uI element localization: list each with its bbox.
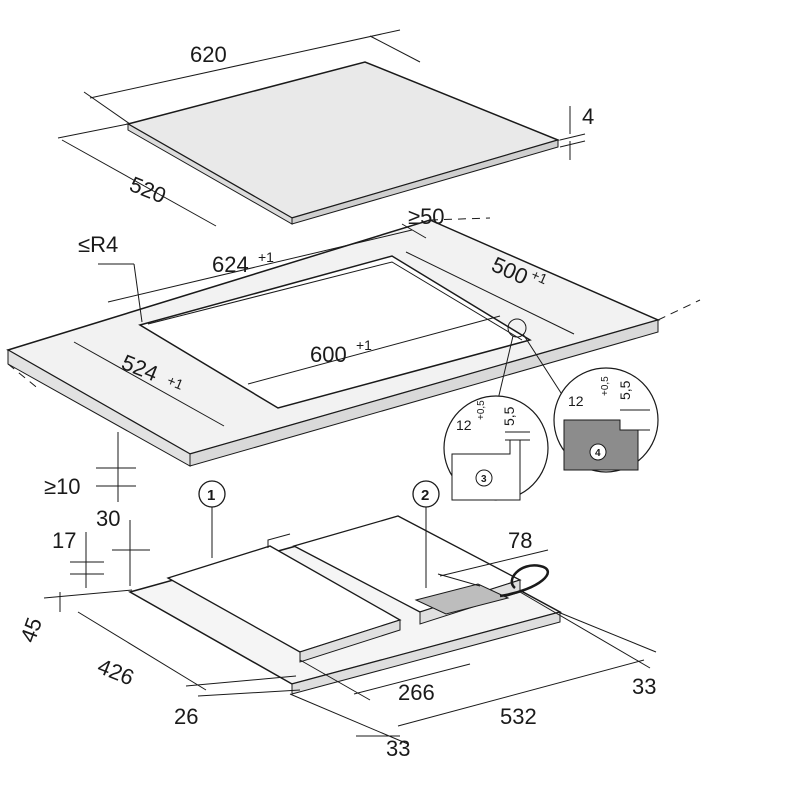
- dim-426-label: 426: [94, 653, 137, 690]
- hob-unit: [128, 515, 563, 695]
- dim-600-label: 600: [310, 342, 347, 367]
- callout-1-label: 1: [207, 487, 215, 504]
- dim-33-right: [519, 591, 657, 669]
- detail-3-number: 3: [481, 474, 487, 485]
- detail-3-tol: +0,5: [476, 400, 487, 420]
- callout-2-label: 2: [421, 487, 429, 504]
- dim-50-label: ≥50: [408, 204, 445, 229]
- detail-4-width: 12: [568, 393, 584, 409]
- dim-30-label: 30: [96, 506, 120, 531]
- dim-624: [107, 229, 413, 303]
- hob-glass: [126, 61, 561, 225]
- callout-1: [198, 480, 226, 558]
- dim-524: [73, 341, 225, 427]
- dim-17: [70, 532, 104, 588]
- dim-620-label: 620: [190, 42, 227, 67]
- dim-78: [437, 549, 549, 587]
- dim-30: [112, 520, 150, 586]
- dim-17-label: 17: [52, 528, 76, 553]
- dim-45-label: 45: [15, 614, 47, 646]
- dim-26: [185, 675, 301, 697]
- detail-4-depth: 5,5: [617, 380, 633, 400]
- dim-426: [77, 611, 207, 691]
- dim-r4: [98, 263, 143, 323]
- dim-624-tol: +1: [258, 249, 274, 265]
- dim-r4-label: ≤R4: [78, 232, 118, 257]
- dim-600: [247, 315, 501, 385]
- dim-78-label: 78: [508, 528, 532, 553]
- dim-50: [401, 223, 427, 239]
- dim-532-label: 532: [500, 704, 537, 729]
- dim-500-tol: +1: [529, 266, 550, 287]
- detail-3-depth: 5,5: [501, 406, 517, 426]
- detail-4-number: 4: [595, 448, 601, 459]
- dim-532: [397, 659, 645, 727]
- detail-4-tol: +0,5: [600, 376, 611, 396]
- dim-524-tol: +1: [165, 372, 186, 393]
- detail-3: [443, 395, 549, 501]
- dim-266: [299, 659, 471, 701]
- dim-33-right-label: 33: [632, 674, 656, 699]
- dim-45: [43, 589, 133, 612]
- dim-4: [559, 106, 586, 160]
- detail-3-width: 12: [456, 417, 472, 433]
- dim-520: [57, 123, 217, 227]
- dim-10: [96, 432, 136, 502]
- dim-26-label: 26: [174, 704, 198, 729]
- dim-500: [405, 251, 575, 335]
- callout-2: [412, 480, 440, 588]
- dim-624-label: 624: [212, 252, 249, 277]
- detail-4: [553, 367, 659, 473]
- dim-33-bottom-label: 33: [386, 736, 410, 761]
- dim-266-label: 266: [398, 680, 435, 705]
- dim-4-label: 4: [582, 104, 594, 129]
- dim-620: [83, 29, 421, 125]
- dim-600-tol: +1: [356, 337, 372, 353]
- dim-10-label: ≥10: [44, 474, 81, 499]
- dim-33-bottom: [289, 693, 409, 745]
- dim-520-label: 520: [126, 171, 169, 208]
